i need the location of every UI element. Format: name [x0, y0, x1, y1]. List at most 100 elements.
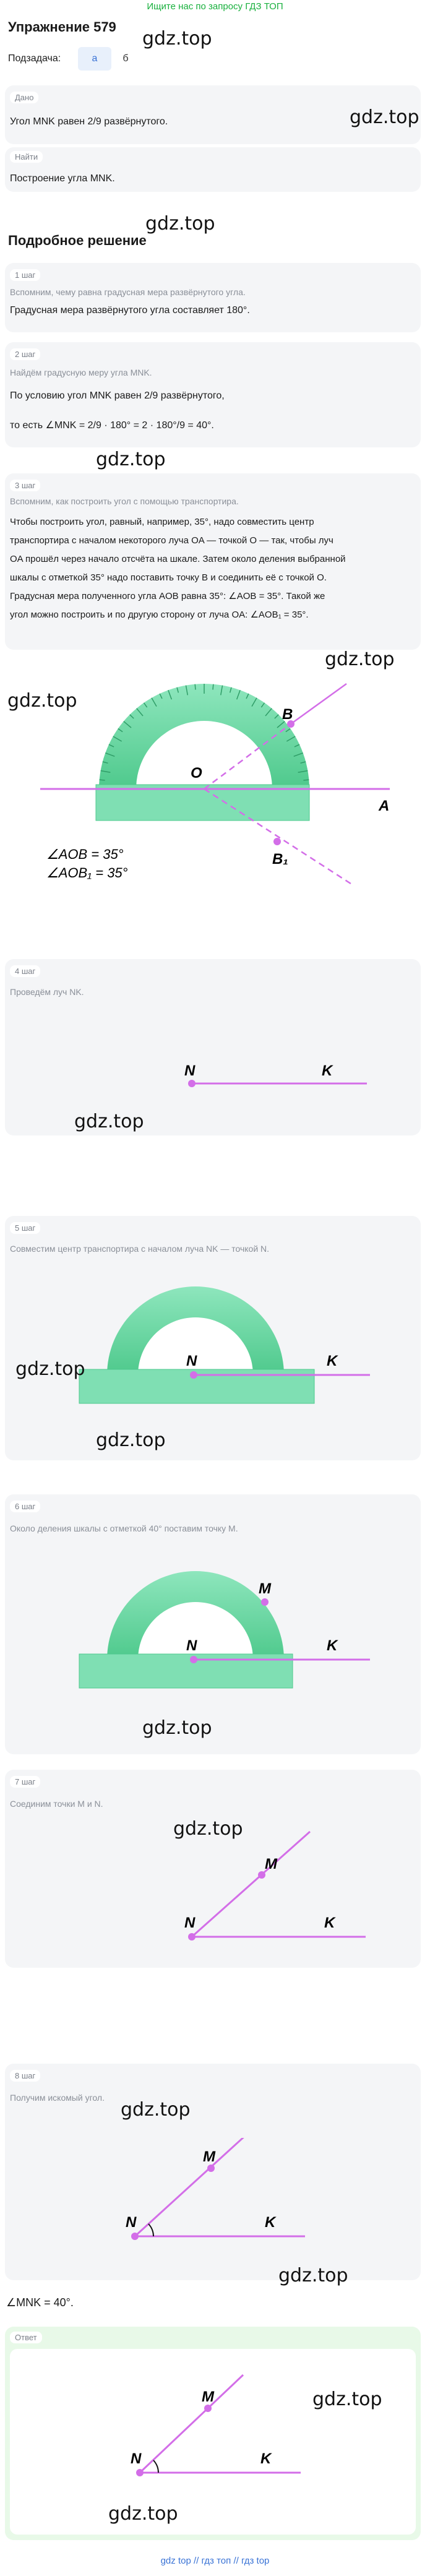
page-title: Упражнение 579 [8, 19, 116, 35]
eq-AOB: ∠AOB = 35° [46, 846, 124, 862]
watermark: gdz.top [96, 449, 166, 470]
label-K: K [327, 1637, 338, 1654]
label-M: M [202, 2389, 215, 2405]
label-K: K [327, 1353, 338, 1369]
ray-OB-extension [290, 683, 347, 725]
label-N: N [131, 2450, 142, 2467]
step7-tag: 7 шаг [10, 1776, 41, 1788]
step8-hint: Получим искомый угол. [10, 2093, 105, 2103]
protractor-tick [143, 702, 148, 708]
point-N [190, 1371, 197, 1379]
eq-AOB1: ∠AOB₁ = 35° [46, 865, 128, 881]
label-K: K [322, 1062, 333, 1079]
protractor-inner [136, 721, 272, 789]
footer-link-1[interactable]: gdz top [160, 2556, 191, 2566]
watermark: gdz.top [142, 28, 212, 50]
label-N: N [186, 1637, 197, 1654]
watermark: gdz.top [142, 1717, 212, 1739]
watermark: gdz.top [121, 2099, 191, 2121]
step4-hint: Проведём луч NK. [10, 987, 84, 997]
solution-header: Подробное решение [8, 233, 147, 248]
protractor-tick [159, 693, 163, 699]
answer-card: Ответ M N K [5, 2327, 421, 2540]
watermark: gdz.top [108, 2503, 178, 2525]
protractor-ruler [95, 784, 310, 821]
protractor-tick [176, 687, 179, 693]
protractor-tick [123, 721, 132, 728]
step3-line6: угол можно построить и по другую сторону… [10, 610, 309, 620]
protractor-tick [136, 708, 144, 717]
top-banner[interactable]: Ищите нас по запросу ГДЗ ТОП [147, 1, 283, 12]
find-card: Найти Построение угла MNK. [5, 147, 421, 192]
protractor-tick [151, 697, 157, 707]
step3-card: 3 шаг Вспомним, как построить угол с пом… [5, 473, 421, 650]
footer-link-3[interactable]: гдз top [241, 2556, 270, 2566]
label-N: N [184, 1915, 196, 1931]
label-N: N [184, 1062, 196, 1079]
ray-NM [134, 2138, 244, 2238]
label-M: M [265, 1856, 278, 1872]
protractor-tick [285, 728, 291, 733]
label-A: A [378, 798, 389, 814]
step3-line1: Чтобы построить угол, равный, например, … [10, 517, 314, 527]
label-M: M [259, 1580, 272, 1597]
protractor-tick [294, 744, 300, 747]
step3-line3: OA прошёл через начало отсчёта на шкале.… [10, 554, 346, 564]
ray-NM [191, 1830, 311, 1938]
protractor-tick [274, 714, 279, 719]
point-M [207, 2165, 215, 2172]
step4-card: 4 шаг Проведём луч NK. N K [5, 959, 421, 1135]
point-N [188, 1933, 196, 1941]
step8-result: ∠MNK = 40°. [6, 2296, 74, 2309]
label-B1: B₁ [272, 851, 288, 868]
protractor-tick [118, 728, 123, 733]
protractor-tick [105, 752, 115, 757]
step7-card: 7 шаг Соединим точки M и N. M N K [5, 1770, 421, 1968]
footer-sep-1: // [193, 2556, 199, 2566]
point-B1 [273, 838, 281, 845]
angle-arc [148, 2223, 154, 2237]
find-text: Построение угла MNK. [10, 173, 115, 184]
step4-diagram: N K [184, 1062, 367, 1087]
protractor-tick [277, 721, 285, 728]
watermark: gdz.top [173, 1818, 243, 1840]
step7-hint: Соединим точки M и N. [10, 1799, 103, 1809]
step7-diagram: M N K [184, 1830, 366, 1941]
step2-hint: Найдём градусную меру угла MNK. [10, 368, 152, 377]
ray-OB1 [204, 788, 353, 886]
protractor-tick [100, 770, 111, 773]
watermark: gdz.top [312, 2389, 382, 2410]
protractor-tick [108, 744, 114, 747]
protractor-tick [236, 689, 241, 700]
protractor-tick [229, 687, 232, 693]
step3-line5: Градусная мера полученного угла AOB равн… [10, 591, 325, 601]
protractor-tick [260, 702, 265, 708]
subtask-label: Подзадача: [8, 53, 61, 64]
watermark: gdz.top [325, 648, 395, 670]
protractor-inner [138, 1602, 253, 1660]
step8-diagram: M N K [126, 2138, 305, 2240]
footer-link-2[interactable]: гдз топ [201, 2556, 231, 2566]
protractor-tick [251, 697, 257, 707]
protractor-tick [246, 693, 249, 699]
tab-a[interactable]: а [78, 47, 111, 71]
step6-hint: Около деления шкалы с отметкой 40° поста… [10, 1523, 238, 1533]
answer-tag: Ответ [10, 2332, 42, 2343]
step6-diagram: M N K [79, 1571, 370, 1689]
label-K: K [260, 2450, 272, 2467]
protractor-tick [265, 708, 272, 717]
watermark: gdz.top [350, 106, 419, 128]
answer-diagram: M N K [131, 2374, 301, 2476]
answer-panel: M N K [10, 2349, 416, 2535]
watermark: gdz.top [278, 2265, 348, 2286]
step2-text: По условию угол MNK равен 2/9 развёрнуто… [10, 390, 225, 401]
protractor-inner [138, 1317, 253, 1375]
step1-text: Градусная мера развёрнутого угла составл… [10, 305, 250, 316]
label-O: O [191, 765, 202, 782]
step2-tag: 2 шаг [10, 348, 41, 360]
footer-sep-2: // [233, 2556, 239, 2566]
protractor-tick [194, 684, 196, 690]
tab-b[interactable]: б [123, 53, 129, 64]
watermark: gdz.top [7, 690, 77, 712]
footer: gdz top // гдз топ // гдз top [0, 2556, 430, 2566]
